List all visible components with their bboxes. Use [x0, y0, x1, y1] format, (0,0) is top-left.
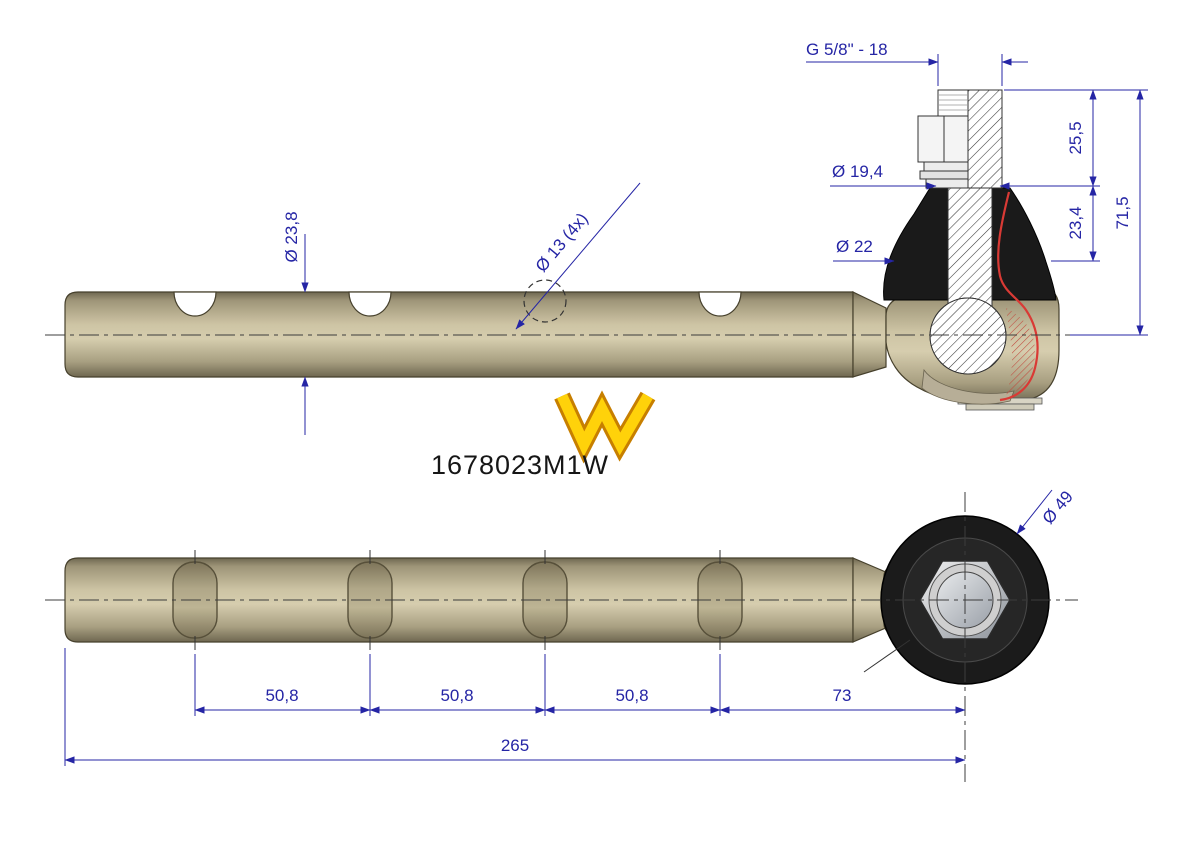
thread-lines [939, 94, 967, 111]
hole-spacing-1-label: 50,8 [265, 686, 298, 705]
boot-leader [863, 639, 911, 673]
plan-view: Ø 49 50,8 50,8 50,8 73 265 [45, 487, 1078, 782]
brand-logo-w-icon [554, 390, 656, 464]
hole-spacing-2-label: 50,8 [440, 686, 473, 705]
side-view: G 5/8" - 18 Ø 19,4 Ø 22 25,5 23,4 71,5 Ø… [45, 40, 1148, 435]
hole-spacing-3-label: 50,8 [615, 686, 648, 705]
part-number: 1678023M1W [431, 450, 609, 480]
stud-diameter-label: Ø 19,4 [832, 162, 883, 181]
dim-71-5-label: 71,5 [1113, 196, 1132, 229]
grease-hole-3-hidden [523, 279, 567, 323]
grease-hole-1 [173, 291, 217, 317]
grease-hole-2 [348, 291, 392, 317]
thread-spec-label: G 5/8" - 18 [806, 40, 888, 59]
plan-dimensions: Ø 49 50,8 50,8 50,8 73 265 [64, 487, 1077, 766]
hole-diameter-label: Ø 13 (4x) [532, 209, 592, 275]
castle-nut [917, 115, 969, 163]
end-distance-label: 73 [833, 686, 852, 705]
washer-stack [919, 161, 969, 189]
seal-rubber-section [1006, 308, 1036, 396]
rod-diameter-label: Ø 23,8 [282, 211, 301, 262]
stud-section [929, 89, 1007, 375]
seal-boundary-line [997, 191, 1039, 402]
grease-hole-4 [698, 291, 742, 317]
housing-bottom-plate-2 [965, 403, 1035, 411]
dim-25-5-label: 25,5 [1066, 121, 1085, 154]
stud-thread [937, 89, 969, 117]
taper-diameter-label: Ø 22 [836, 237, 873, 256]
overall-length-label: 265 [501, 736, 529, 755]
slot-center-ticks [194, 550, 721, 650]
dim-23-4-label: 23,4 [1066, 206, 1085, 239]
housing-diameter-label: Ø 49 [1039, 487, 1077, 527]
